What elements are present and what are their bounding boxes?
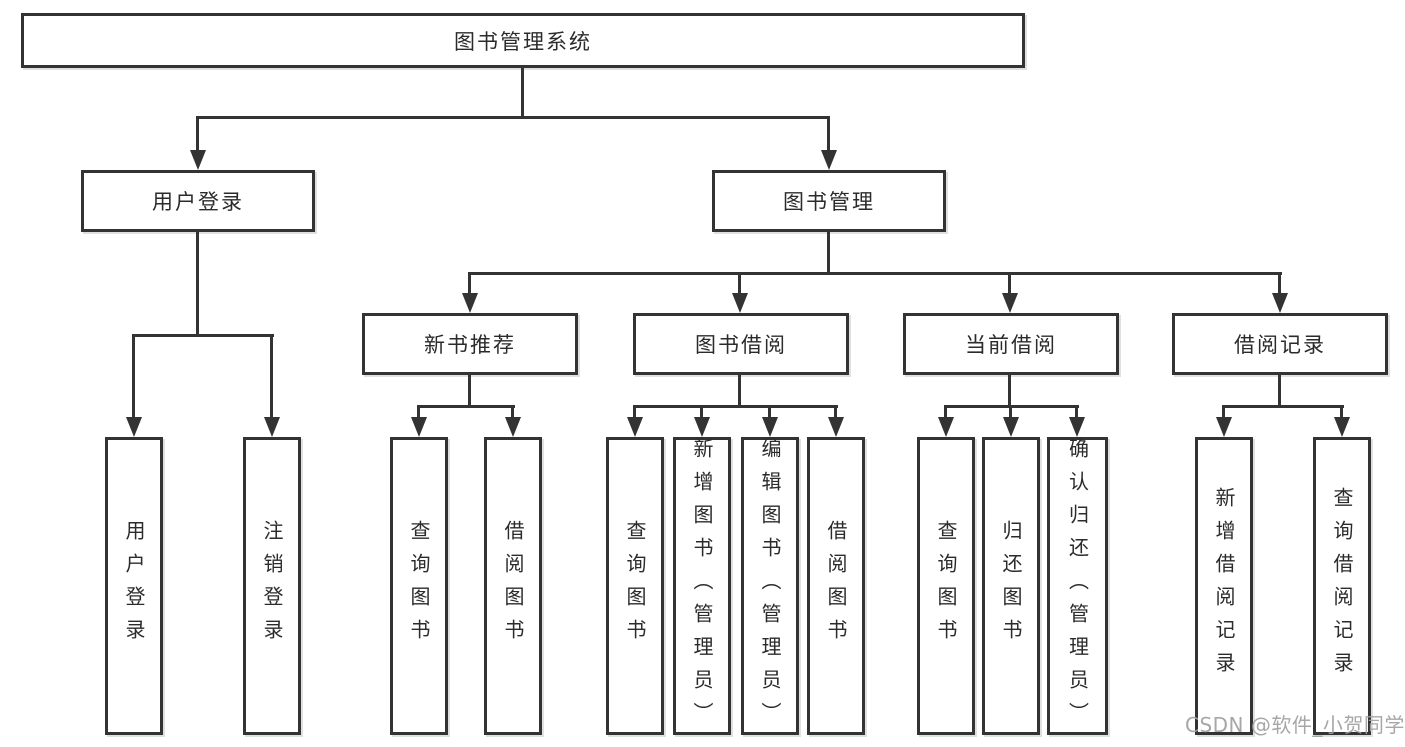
connector-line [196, 232, 199, 337]
node-user-login: 用户登录 [81, 170, 315, 232]
arrowhead-down-icon [126, 417, 142, 437]
connector-line [827, 118, 830, 151]
node-root: 图书管理系统 [21, 13, 1025, 68]
connector-line [1075, 407, 1078, 417]
arrowhead-down-icon [190, 150, 206, 170]
connector-line [738, 375, 741, 408]
leaf-query-books-current: 查询图书 [917, 437, 975, 735]
connector-line [1278, 274, 1281, 293]
watermark-text: CSDN @软件_小贺同学 [1185, 713, 1405, 737]
arrowhead-down-icon [462, 293, 478, 313]
connector-line [132, 336, 135, 417]
leaf-query-books-recommend-label: 查询图书 [407, 520, 431, 652]
arrowhead-down-icon [505, 417, 521, 437]
leaf-borrow-books-recommend: 借阅图书 [484, 437, 542, 735]
connector-line [511, 407, 514, 417]
node-current-borrowing: 当前借阅 [903, 313, 1119, 375]
arrowhead-down-icon [1069, 417, 1085, 437]
arrowhead-down-icon [1216, 417, 1232, 437]
node-new-book-recommend: 新书推荐 [362, 313, 578, 375]
connector-line [196, 116, 830, 119]
leaf-logout-label: 注销登录 [260, 520, 284, 652]
connector-line [768, 407, 771, 417]
connector-line [1008, 274, 1011, 293]
leaf-query-books-borrowing: 查询图书 [606, 437, 664, 735]
leaf-confirm-return-admin-label: 确认归还（管理员） [1065, 437, 1090, 735]
arrowhead-down-icon [264, 417, 280, 437]
arrowhead-down-icon [1002, 293, 1018, 313]
leaf-edit-books-admin-label: 编辑图书（管理员） [758, 437, 782, 735]
arrowhead-down-icon [821, 150, 837, 170]
connector-line [633, 407, 636, 417]
node-book-management-label: 图书管理 [783, 190, 875, 214]
connector-line [633, 405, 838, 408]
connector-line [827, 232, 830, 275]
leaf-borrow-books: 借阅图书 [807, 437, 865, 735]
arrowhead-down-icon [828, 417, 844, 437]
connector-line [700, 407, 703, 417]
node-new-book-recommend-label: 新书推荐 [424, 333, 516, 357]
leaf-query-borrow-record: 查询借阅记录 [1313, 437, 1371, 735]
leaf-add-borrow-record-label: 新增借阅记录 [1212, 487, 1236, 685]
connector-line [468, 272, 1282, 275]
arrowhead-down-icon [411, 417, 427, 437]
node-book-borrowing-label: 图书借阅 [695, 333, 787, 357]
leaf-query-books-recommend: 查询图书 [390, 437, 448, 735]
leaf-borrow-books-label: 借阅图书 [824, 520, 848, 652]
connector-line [1222, 407, 1225, 417]
connector-line [1008, 375, 1011, 408]
connector-line [944, 405, 1079, 408]
leaf-edit-books-admin: 编辑图书（管理员） [741, 437, 799, 735]
leaf-add-books-admin-label: 新增图书（管理员） [690, 437, 714, 735]
node-borrowing-records-label: 借阅记录 [1234, 333, 1326, 357]
arrowhead-down-icon [694, 417, 710, 437]
arrowhead-down-icon [627, 417, 643, 437]
leaf-logout: 注销登录 [243, 437, 301, 735]
leaf-add-borrow-record: 新增借阅记录 [1195, 437, 1253, 735]
connector-line [944, 407, 947, 417]
connector-line [417, 407, 420, 417]
arrowhead-down-icon [762, 417, 778, 437]
arrowhead-down-icon [938, 417, 954, 437]
node-user-login-label: 用户登录 [152, 190, 244, 214]
leaf-query-borrow-record-label: 查询借阅记录 [1330, 487, 1354, 685]
connector-line [521, 68, 524, 118]
connector-line [468, 375, 471, 408]
connector-line [1340, 407, 1343, 417]
leaf-user-login-label: 用户登录 [122, 520, 146, 652]
connector-line [1009, 407, 1012, 417]
leaf-add-books-admin: 新增图书（管理员） [673, 437, 731, 735]
leaf-query-books-borrowing-label: 查询图书 [623, 520, 647, 652]
leaf-return-books: 归还图书 [982, 437, 1040, 735]
arrowhead-down-icon [1334, 417, 1350, 437]
node-borrowing-records: 借阅记录 [1172, 313, 1388, 375]
connector-line [1278, 375, 1281, 408]
node-root-label: 图书管理系统 [454, 29, 592, 54]
connector-line [270, 336, 273, 417]
connector-line [834, 407, 837, 417]
node-book-borrowing: 图书借阅 [633, 313, 849, 375]
arrowhead-down-icon [1003, 417, 1019, 437]
connector-line [417, 405, 515, 408]
connector-line [132, 334, 274, 337]
leaf-user-login: 用户登录 [105, 437, 163, 735]
node-current-borrowing-label: 当前借阅 [965, 333, 1057, 357]
leaf-query-books-current-label: 查询图书 [934, 520, 958, 652]
connector-line [738, 274, 741, 293]
connector-line [468, 274, 471, 293]
leaf-borrow-books-recommend-label: 借阅图书 [501, 520, 525, 652]
connector-line [1222, 405, 1344, 408]
leaf-confirm-return-admin: 确认归还（管理员） [1047, 437, 1108, 735]
arrowhead-down-icon [732, 293, 748, 313]
node-book-management: 图书管理 [712, 170, 946, 232]
leaf-return-books-label: 归还图书 [999, 520, 1023, 652]
arrowhead-down-icon [1272, 293, 1288, 313]
connector-line [196, 118, 199, 151]
